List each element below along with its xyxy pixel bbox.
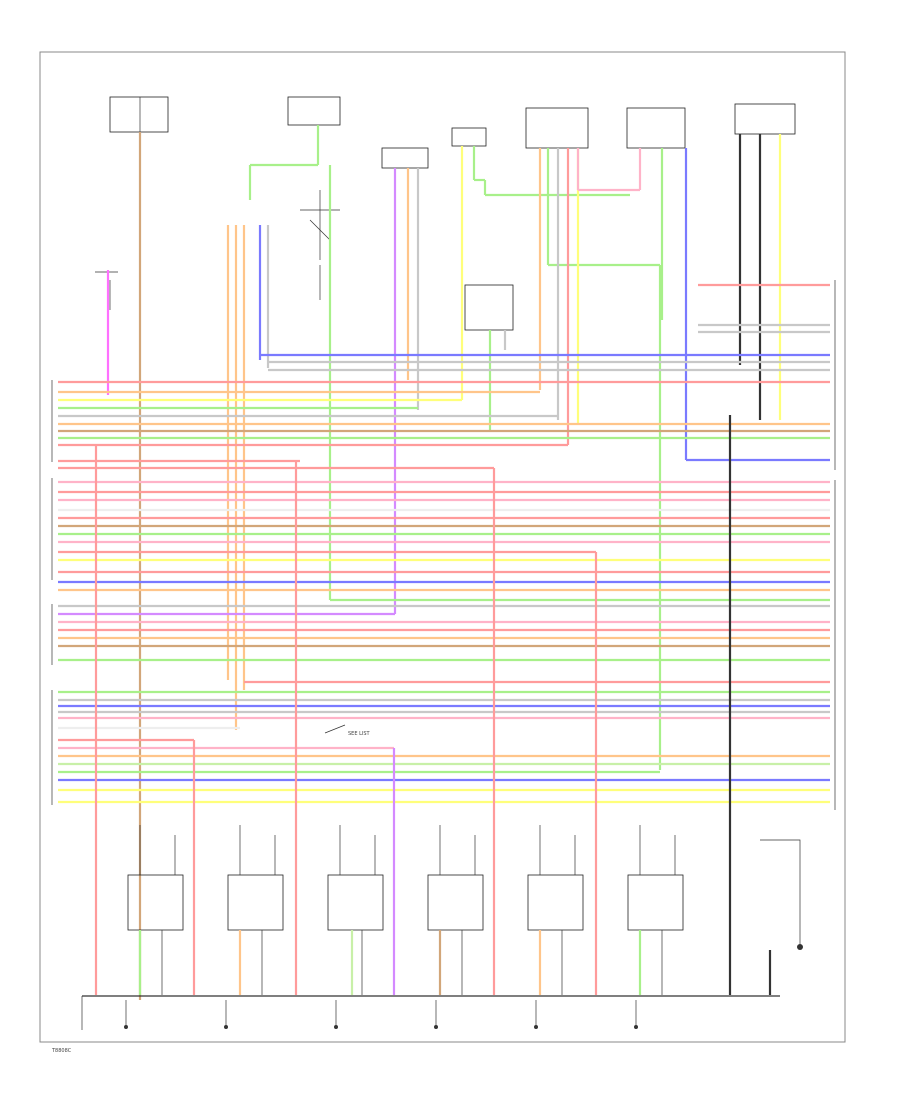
- connector-box-top: [525, 107, 589, 149]
- sensor-component-mid: [464, 284, 514, 331]
- fuse-box-2: [287, 96, 341, 126]
- coil-5: [527, 825, 584, 995]
- ignition-coils: [127, 825, 684, 995]
- center-switch-component: [300, 190, 340, 300]
- left-switch-component: [95, 271, 118, 310]
- coil-6: [627, 825, 684, 995]
- coil-4: [427, 825, 484, 995]
- coil-3: [327, 825, 384, 995]
- bottom-right-sensor: [760, 839, 803, 995]
- module-top-right: [734, 103, 796, 135]
- fuse-box-1: [109, 96, 169, 133]
- diagram-frame: [39, 51, 846, 1043]
- relay-component: [626, 107, 686, 149]
- bottom-drop-wires: [94, 415, 732, 995]
- coil-2: [227, 825, 284, 995]
- ground-bus: [81, 995, 780, 1030]
- relay-box-top: [381, 147, 429, 169]
- annotation-see-list: SEE LIST: [324, 724, 371, 737]
- vertical-wires: [106, 125, 830, 1000]
- annotation-text: SEE LIST: [348, 731, 371, 737]
- coil-1: [127, 825, 184, 995]
- switch-component-1: [451, 127, 487, 147]
- top-components: [109, 96, 796, 169]
- horizontal-wires: [58, 353, 830, 804]
- figure-id: T8808C: [51, 1048, 72, 1054]
